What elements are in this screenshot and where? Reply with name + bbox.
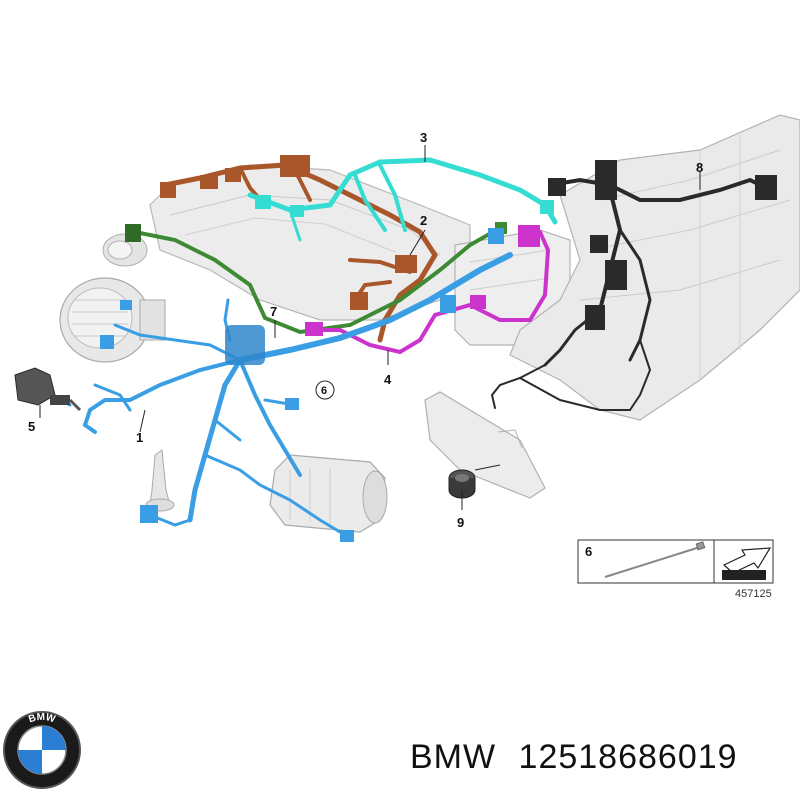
callout-8: 8 [696,160,703,175]
alternator [59,277,166,363]
rubber-grommet-part-9 [448,469,476,499]
heat-shield-bracket [424,391,546,499]
arrow-icon [722,547,772,580]
callout-4: 4 [384,372,392,387]
harness-black [490,160,777,411]
legend-box: 6 457125 [577,539,774,600]
svg-text:BMW: BMW [27,712,57,726]
gearbox [509,114,800,421]
legend-item-number: 6 [585,544,592,559]
callout-3: 3 [420,130,427,145]
bmw-logo: BMW [3,711,81,789]
callout-6: 6 [321,385,327,397]
reference-number: 457125 [735,588,772,600]
brand-part-number: BMW 12518686019 [410,738,738,777]
callout-9: 9 [457,515,464,530]
sensor-connector-part-5 [14,367,82,412]
harness-blue [48,228,513,542]
sensor-post [145,449,175,512]
callout-5: 5 [28,419,35,434]
callout-6-circle [315,380,335,400]
callout-1: 1 [136,430,143,445]
brand-name: BMW [410,738,497,776]
starter-motor [269,454,388,533]
harness-brown [160,155,438,343]
callout-labels: 1 2 3 4 5 6 7 8 9 [28,130,703,530]
part-number: 12518686019 [518,738,738,776]
harness-cyan [247,157,558,242]
callout-7: 7 [270,304,277,319]
leader-lines [39,145,701,510]
cable-tie-icon [604,541,706,578]
callout-2: 2 [420,213,427,228]
